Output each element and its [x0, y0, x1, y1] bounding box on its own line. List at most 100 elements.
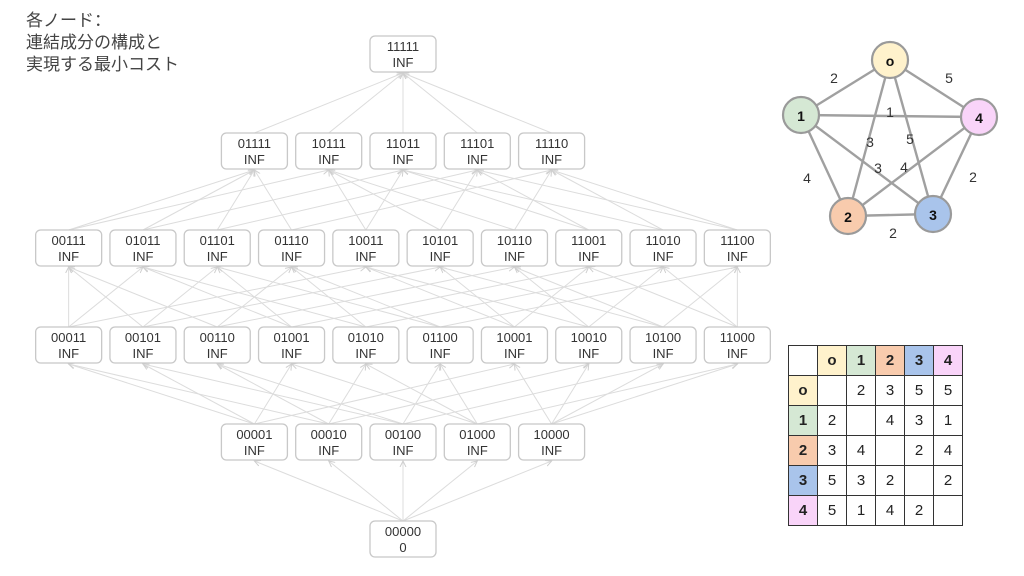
lattice-node-box	[295, 423, 363, 461]
caption-line-3: 実現する最小コスト	[26, 55, 179, 75]
edge-weight-label: 5	[906, 131, 914, 147]
graph-edge	[888, 59, 935, 215]
edge-weight-label: 2	[969, 169, 977, 185]
lattice-edge	[403, 170, 589, 231]
lattice-node-box	[703, 326, 771, 364]
lattice-node-cost: INF	[653, 249, 674, 264]
lattice-node-id: 10000	[534, 427, 570, 442]
edge-weight-label: 2	[889, 225, 897, 241]
matrix-cell: 3	[817, 435, 847, 466]
lattice-edge	[217, 364, 404, 425]
matrix-row-header: 1	[788, 405, 818, 436]
lattice-node-box	[555, 326, 623, 364]
lattice-node-id: 01101	[200, 233, 235, 248]
lattice-node-box	[183, 229, 251, 267]
lattice-edge	[329, 461, 404, 522]
lattice-node-id: 01111	[238, 136, 271, 151]
matrix-cell: 5	[817, 465, 847, 496]
graph-edge	[846, 59, 892, 217]
lattice-edge	[143, 267, 292, 328]
matrix-cell: 2	[817, 405, 847, 436]
graph-edge	[800, 113, 980, 119]
matrix-col-header: 4	[933, 345, 963, 376]
lattice-edge	[142, 267, 440, 328]
lattice-node-box	[257, 326, 326, 364]
lattice-node-box	[369, 423, 437, 461]
edge-weight-label: 2	[830, 70, 838, 86]
lattice-node-box	[295, 132, 363, 170]
lattice-edge	[366, 267, 515, 328]
matrix-row: 2 3 4 2 4	[788, 435, 963, 466]
lattice-node-box	[629, 229, 697, 267]
lattice-edge	[254, 170, 292, 231]
lattice-node-id: 00001	[236, 427, 272, 442]
lattice-edge	[69, 364, 255, 425]
lattice-edge	[329, 170, 515, 231]
lattice-node-id: 00000	[385, 524, 421, 539]
lattice-node-cost: INF	[393, 443, 414, 458]
matrix-cell: 3	[904, 405, 934, 436]
graph-node-label: 3	[929, 207, 937, 223]
lattice-edge	[439, 170, 477, 231]
lattice-edge	[292, 267, 441, 328]
lattice-node-cost: INF	[318, 152, 339, 167]
lattice-node-box	[555, 229, 623, 267]
graph-node-label: 2	[844, 209, 852, 225]
matrix-col-header: o	[817, 345, 847, 376]
lattice-node-cost: INF	[467, 443, 488, 458]
matrix-cell: 4	[846, 435, 876, 466]
matrix-cell: 5	[817, 495, 847, 526]
matrix-cell: 4	[933, 435, 963, 466]
matrix-row-header: 3	[788, 465, 818, 496]
caption-line-2: 連結成分の構成と	[26, 33, 162, 53]
lattice-edge	[69, 267, 218, 328]
matrix-cell: 3	[875, 375, 905, 406]
lattice-edge	[216, 170, 254, 231]
matrix-cell: 2	[933, 465, 963, 496]
lattice-edge	[403, 170, 664, 231]
matrix-cell: 3	[846, 465, 876, 496]
lattice-node-id: 10010	[571, 330, 607, 345]
lattice-node-id: 01001	[273, 330, 309, 345]
lattice-edge	[69, 267, 144, 328]
matrix-cell: 1	[933, 405, 963, 436]
lattice-edge	[328, 364, 366, 425]
lattice-edge	[143, 267, 366, 328]
lattice-node-cost: INF	[541, 152, 562, 167]
lattice-node-id: 00110	[200, 330, 235, 345]
lattice-edge	[254, 73, 403, 134]
lattice-node-id: 01010	[348, 330, 384, 345]
lattice-node-id: 01110	[274, 233, 308, 248]
matrix-col-header: 2	[875, 345, 905, 376]
lattice-nodes: 11111INF01111INF10111INF11011INF11101INF…	[35, 35, 771, 558]
matrix-cell: 1	[846, 495, 876, 526]
lattice-node-box	[443, 423, 511, 461]
matrix-row-header: o	[788, 375, 818, 406]
edge-weight-label: 1	[886, 104, 894, 120]
lattice-edge	[254, 461, 404, 522]
lattice-node-id: 11001	[571, 233, 606, 248]
lattice-edge	[142, 267, 217, 328]
lattice-edge	[328, 73, 403, 134]
lattice-node-cost: INF	[504, 346, 525, 361]
lattice-edge	[514, 267, 664, 328]
lattice-node-box	[183, 326, 251, 364]
lattice-node-cost: INF	[727, 249, 748, 264]
lattice-edge	[552, 170, 738, 231]
